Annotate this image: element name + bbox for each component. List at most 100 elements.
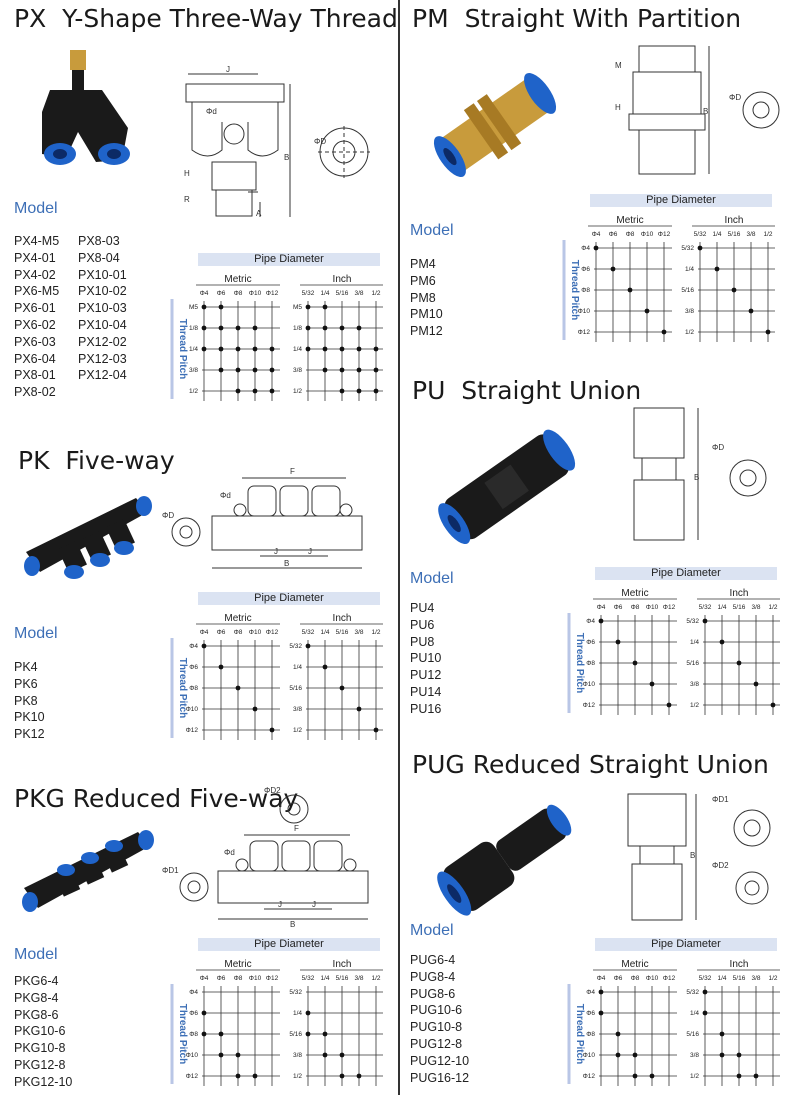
pkg-thread-pitch-label: Thread Pitch	[177, 1004, 188, 1065]
pu-metric-col-label: Φ12	[663, 604, 676, 611]
pkg-dim-j1: J	[278, 900, 282, 909]
pkg-model-label: Model	[14, 946, 58, 963]
pug-compat-dot	[615, 1031, 621, 1037]
pm-dim-m: M	[615, 61, 622, 70]
pug-compat-dot	[702, 1010, 708, 1016]
pug-row-label-left: Φ6	[586, 1010, 595, 1017]
px-compat-dot	[339, 388, 345, 394]
pkg-inch-col-label: 5/32	[302, 975, 315, 982]
px-dim-j: J	[226, 65, 230, 74]
pug-metric-col-label: Φ8	[631, 975, 640, 982]
pk-compat-dot	[305, 643, 311, 649]
pkg-dimension-drawing: ΦD2 F Φd ΦD1 J J B	[162, 786, 369, 929]
px-compat-dot	[252, 325, 258, 331]
pm-metric-col-label: Φ12	[658, 231, 671, 238]
pu-row-label-left: Φ4	[586, 618, 595, 625]
pk-dimension-drawing: F Φd ΦD J J B	[162, 467, 363, 569]
pu-row-label: 1/2	[690, 702, 699, 709]
px-compat-dot	[339, 367, 345, 373]
pu-thread-pitch-label: Thread Pitch	[574, 633, 585, 694]
pu-inch-header: Inch	[730, 588, 749, 599]
px-pipe-diameter-bar: Pipe Diameter	[198, 253, 380, 266]
px-row-label: 1/4	[293, 346, 302, 353]
px-model-item: PX10-03	[78, 301, 127, 316]
pm-inch-col-label: 1/2	[763, 231, 772, 238]
px-inch-header: Inch	[333, 274, 352, 285]
pu-row-label-left: Φ12	[583, 702, 596, 709]
pu-inch-col-label: 3/8	[751, 604, 760, 611]
px-compat-dot	[305, 325, 311, 331]
pu-model-item: PU4	[410, 601, 435, 615]
pk-row-label: 1/2	[293, 727, 302, 734]
pm-thread-pitch-label: Thread Pitch	[569, 260, 580, 321]
px-compat-dot	[235, 346, 241, 352]
px-dimension-drawing: J Φd B H R A ΦD	[184, 65, 370, 218]
pug-compat-dot	[736, 1052, 742, 1058]
px-model-item: PX10-04	[78, 317, 127, 332]
px-model-item: PX8-02	[14, 385, 56, 400]
pug-row-label: 1/2	[690, 1073, 699, 1080]
pkg-name: Reduced Five-way	[72, 784, 299, 813]
px-compat-dot	[356, 325, 362, 331]
px-model-item: PX6-M5	[14, 284, 60, 299]
pk-model-item: PK12	[14, 727, 45, 742]
pkg-metric-col-label: Φ6	[217, 975, 226, 982]
pkg-model-item: PKG6-4	[14, 974, 59, 988]
pm-inch-col-label: 5/16	[728, 231, 741, 238]
px-compat-dot	[235, 367, 241, 373]
pk-model-item: PK10	[14, 710, 45, 725]
px-compat-dot	[218, 325, 224, 331]
pu-inch-col-label: 1/2	[768, 604, 777, 611]
pug-row-label-left: Φ8	[586, 1031, 595, 1038]
px-model-label: Model	[14, 200, 58, 217]
pug-model-item: PUG8-6	[410, 986, 456, 1001]
pkg-row-label: 1/2	[293, 1073, 302, 1080]
pkg-compat-dot	[339, 1073, 345, 1079]
pk-row-label-left: Φ6	[189, 664, 198, 671]
px-row-label: 1/8	[293, 325, 302, 332]
pk-model-item: PK6	[14, 676, 38, 691]
pkg-dim-j2: J	[312, 900, 316, 909]
pkg-inch-col-label: 1/2	[371, 975, 380, 982]
px-compat-dot	[269, 346, 275, 352]
px-compat-dot	[252, 367, 258, 373]
pm-compat-dot	[714, 266, 720, 272]
pkg-model-item: PKG8-4	[14, 990, 59, 1005]
px-model-item: PX8-04	[78, 250, 120, 265]
px-row-label: M5	[293, 304, 302, 311]
pm-model-label: Model	[410, 222, 454, 239]
px-row-label-left: 1/8	[189, 325, 198, 332]
pug-compat-dot	[632, 1052, 638, 1058]
pkg-row-label-left: Φ10	[186, 1052, 199, 1059]
pm-compat-dot	[610, 266, 616, 272]
px-row-label-left: 1/2	[189, 388, 198, 395]
pug-inch-col-label: 1/4	[717, 975, 726, 982]
px-compat-dot	[269, 367, 275, 373]
pk-dim-j2: J	[308, 547, 312, 556]
pk-inch-col-label: 5/32	[302, 629, 315, 636]
pk-model-item: PK4	[14, 660, 38, 674]
pug-metric-col-label: Φ4	[597, 975, 606, 982]
pk-pipe-diameter-bar: Pipe Diameter	[198, 592, 380, 605]
pu-compat-dot	[770, 702, 776, 708]
pk-compat-dot	[322, 664, 328, 670]
pu-dim-phiD: ΦD	[712, 443, 724, 452]
pkg-inch-col-label: 3/8	[354, 975, 363, 982]
px-model-item: PX12-02	[78, 334, 127, 349]
pug-compat-dot	[598, 989, 604, 995]
px-model-item: PX12-04	[78, 368, 127, 383]
pu-model-item: PU14	[410, 684, 442, 699]
pkg-inch-header: Inch	[333, 959, 352, 970]
px-metric-col-label: Φ6	[217, 290, 226, 297]
pkg-compat-dot	[305, 1031, 311, 1037]
pu-dimension-drawing: ΦD B	[633, 407, 767, 541]
px-model-item: PX6-01	[14, 301, 56, 316]
pm-model-item: PM10	[410, 307, 443, 322]
px-row-label: 1/2	[293, 388, 302, 395]
pk-inch-col-label: 1/2	[371, 629, 380, 636]
pkg-row-label-left: Φ12	[186, 1073, 199, 1080]
pkg-metric-col-label: Φ10	[249, 975, 262, 982]
pm-compat-dot	[748, 308, 754, 314]
